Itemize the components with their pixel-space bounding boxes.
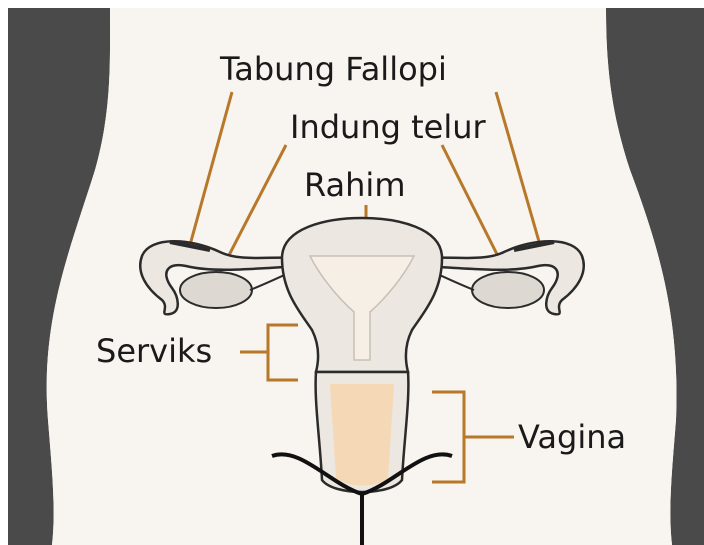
label-uterus: Rahim — [304, 166, 405, 204]
label-fallopian-tube: Tabung Fallopi — [219, 50, 447, 88]
label-cervix: Serviks — [96, 332, 212, 370]
label-vagina: Vagina — [518, 418, 626, 456]
label-ovary: Indung telur — [290, 108, 486, 146]
vagina-canal — [330, 384, 394, 486]
ovary-right — [472, 272, 544, 308]
ovary-left — [180, 272, 252, 308]
